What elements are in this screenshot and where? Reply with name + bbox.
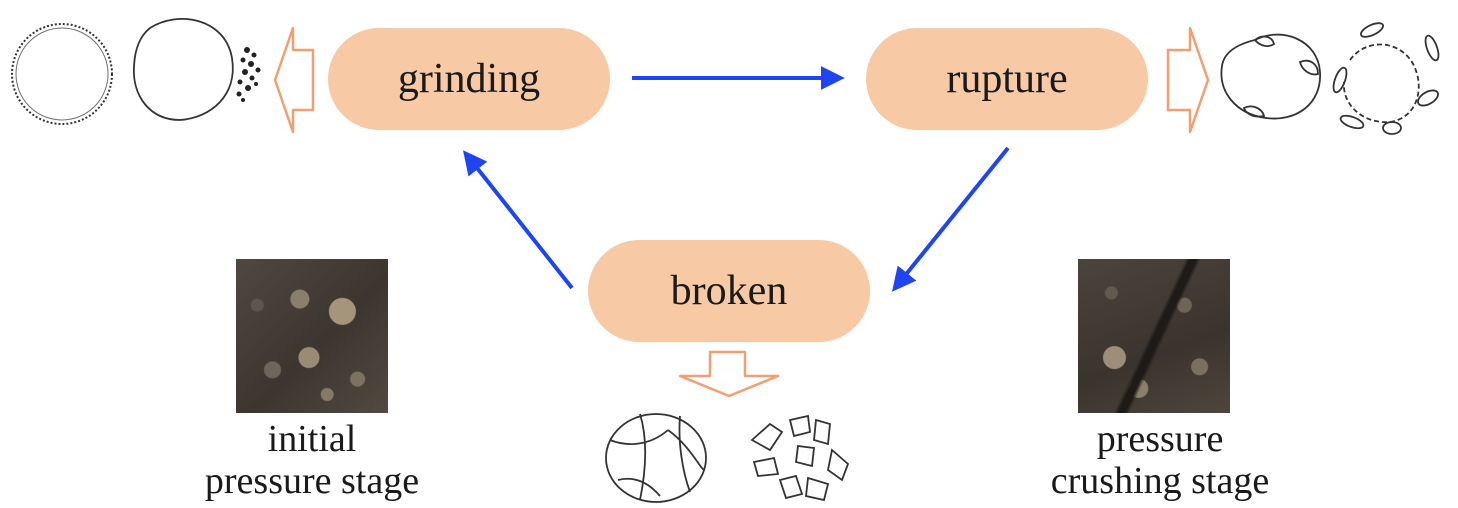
- hollow-arrow-down-icon: [678, 350, 780, 398]
- crushing-stage-photo: [1078, 259, 1230, 413]
- initial-caption-line-2: pressure stage: [204, 460, 420, 502]
- arrow-broken-to-grinding: [463, 150, 574, 290]
- broken-node: broken: [588, 240, 870, 342]
- rupture-node: rupture: [866, 28, 1148, 130]
- hollow-arrow-right-icon: [1166, 26, 1210, 134]
- arrow-rupture-to-broken: [891, 146, 1010, 292]
- crushing-stage-caption: pressure crushing stage: [1010, 418, 1310, 502]
- hollow-arrow-left-icon: [273, 26, 315, 134]
- grinding-node: grinding: [328, 28, 610, 130]
- initial-caption-line-1: initial: [267, 418, 357, 460]
- initial-stage-caption: initial pressure stage: [172, 418, 452, 502]
- crushing-caption-line-2: crushing stage: [1050, 460, 1270, 502]
- grinding-sketches-icon: [11, 17, 261, 125]
- broken-sketches-icon: [605, 413, 850, 503]
- crushing-caption-line-1: pressure: [1096, 418, 1224, 460]
- initial-stage-photo: [236, 259, 388, 413]
- rupture-sketches-icon: [1220, 22, 1440, 135]
